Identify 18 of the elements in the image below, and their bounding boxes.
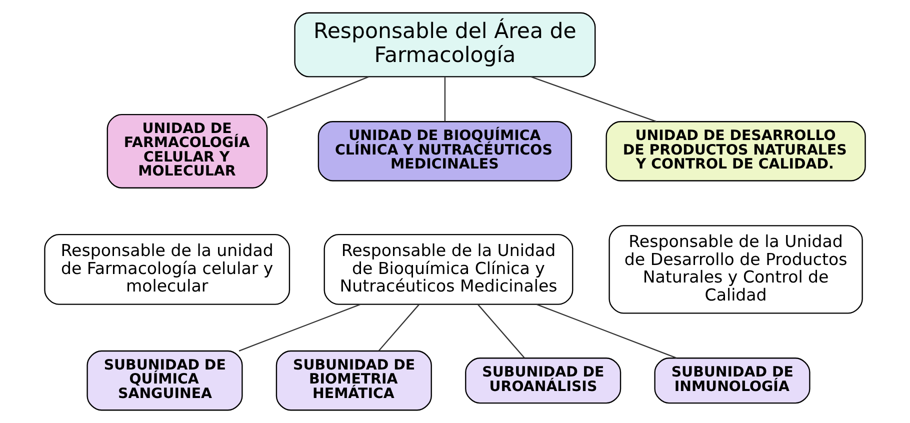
node-box: Responsable de la unidad de Farmacología celular y molecular xyxy=(44,234,290,305)
node-box: SUBUNIDAD DE UROANÁLISIS xyxy=(465,358,622,404)
node-box: Responsable del Área de Farmacología xyxy=(294,12,596,78)
connector xyxy=(444,77,446,122)
node-box: UNIDAD DE DESARROLLO DE PRODUCTOS NATURALES Y CONTROL DE CALIDAD. xyxy=(606,121,866,182)
node-box: UNIDAD DE FARMACOLOGÍA CELULAR Y MOLECULAR xyxy=(106,114,268,188)
node-box: SUBUNIDAD DE INMUNOLOGÍA xyxy=(654,358,810,404)
connector xyxy=(378,304,420,352)
node-box: SUBUNIDAD DE QUÍMICA SANGUINEA xyxy=(86,350,243,411)
connector xyxy=(238,304,360,352)
connector xyxy=(267,76,369,118)
connector xyxy=(530,76,657,122)
node-box: Responsable de la Unidad de Bioquímica Clínica y Nutracéuticos Medicinales xyxy=(324,234,574,305)
node-box: Responsable de la Unidad de Desarrollo de Productos Naturales y Control de Calidad xyxy=(608,225,863,314)
connector xyxy=(477,304,525,358)
node-box: SUBUNIDAD DE BIOMETRIA HEMÁTICA xyxy=(276,350,432,411)
connector xyxy=(536,304,677,359)
node-box: UNIDAD DE BIOQUÍMICA CLÍNICA Y NUTRACÉUTICOS MEDICINALES xyxy=(318,121,572,182)
